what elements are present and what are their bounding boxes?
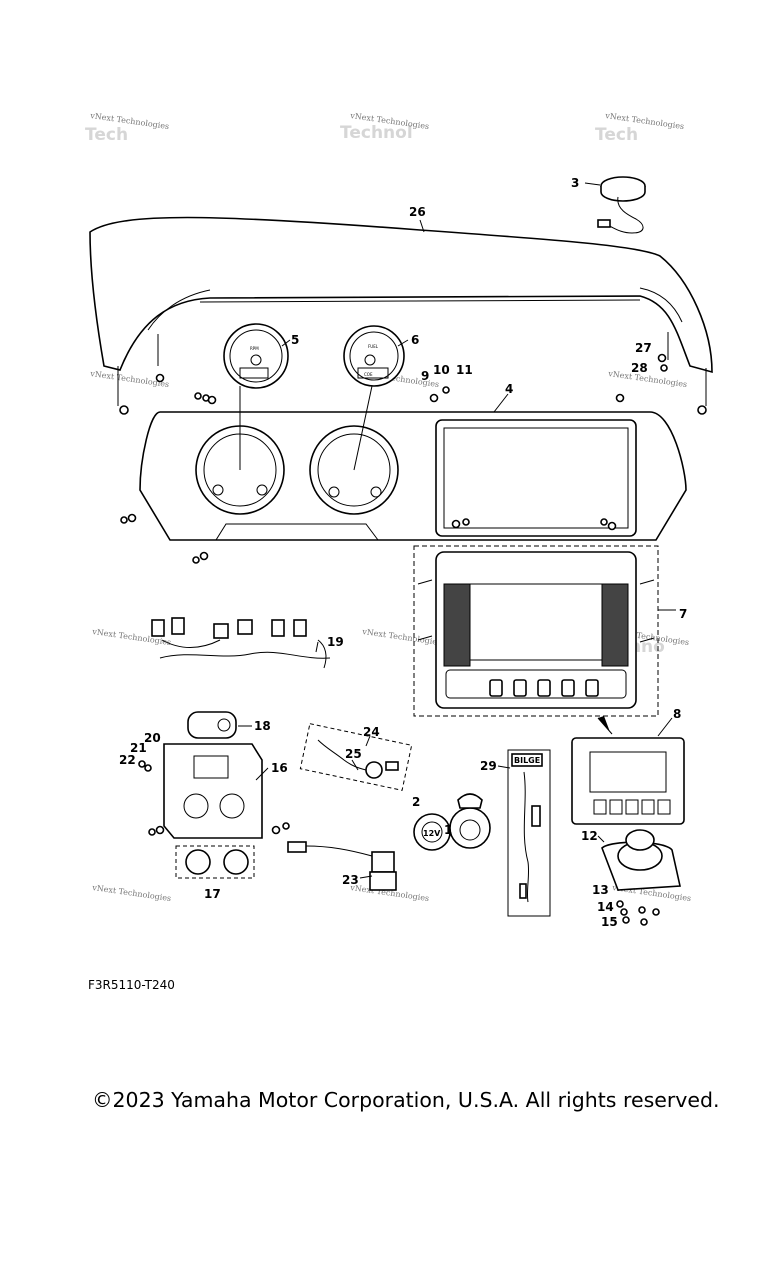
callout-11: 11 (456, 363, 473, 377)
dash-panel (139, 385, 687, 541)
callout-24: 24 (363, 725, 380, 739)
callout-9: 9 (421, 369, 429, 383)
gauge-mark: FUEL (368, 344, 379, 349)
callout-2: 2 (412, 795, 420, 809)
leader-lines (238, 182, 673, 879)
dash-visor (89, 216, 713, 415)
gauge-mark: COE (364, 372, 373, 377)
watermark-fragment: Tech (595, 125, 638, 145)
diagram-code: F3R5110-T240 (88, 978, 175, 992)
callout-14: 14 (597, 900, 614, 914)
multi-gauge: FUEL COE (343, 325, 405, 387)
callout-3: 3 (571, 176, 579, 190)
callout-27: 27 (635, 341, 652, 355)
callout-29: 29 (480, 759, 497, 773)
switch-panel (138, 711, 290, 879)
callout-19: 19 (327, 635, 344, 649)
callout-6: 6 (411, 333, 419, 347)
callout-16: 16 (271, 761, 288, 775)
callout-5: 5 (291, 333, 299, 347)
hardware-fasteners (120, 353, 668, 564)
callout-17: 17 (204, 887, 221, 901)
power-outlets: 12V (413, 793, 491, 851)
callout-18: 18 (254, 719, 271, 733)
socket-label: 12V (423, 829, 441, 838)
callout-7: 7 (679, 607, 687, 621)
callout-10: 10 (433, 363, 450, 377)
joystick-control (601, 829, 681, 926)
bilge-label: BILGE (514, 756, 540, 765)
copyright-notice: ©2023 Yamaha Motor Corporation, U.S.A. A… (92, 1088, 720, 1112)
callout-21: 21 (130, 741, 147, 755)
callout-25: 25 (345, 747, 362, 761)
callout-12: 12 (581, 829, 598, 843)
callout-13: 13 (592, 883, 609, 897)
display-unit (571, 737, 685, 825)
key-switch (299, 723, 413, 791)
callout-28: 28 (631, 361, 648, 375)
callout-1: 1 (444, 823, 452, 837)
callout-8: 8 (673, 707, 681, 721)
callout-15: 15 (601, 915, 618, 929)
callout-20: 20 (144, 731, 161, 745)
watermark: vNext Technologies (91, 883, 172, 903)
tachometer-gauge: RPM (223, 323, 289, 389)
display-assembly (413, 545, 676, 735)
callout-26: 26 (409, 205, 426, 219)
callout-4: 4 (505, 382, 513, 396)
gps-antenna (597, 176, 646, 234)
watermark-fragment: Technol (340, 123, 413, 143)
watermark-fragment: Tech (85, 125, 128, 145)
callout-numbers: 1 2 3 4 5 6 7 8 9 10 11 12 13 14 15 16 1… (119, 176, 687, 929)
gauge-mark: RPM (250, 346, 259, 351)
callout-23: 23 (342, 873, 359, 887)
wire-harness (151, 617, 331, 669)
horn-buzzer (287, 841, 397, 891)
bilge-switch-harness: BILGE (507, 749, 551, 917)
callout-22: 22 (119, 753, 136, 767)
